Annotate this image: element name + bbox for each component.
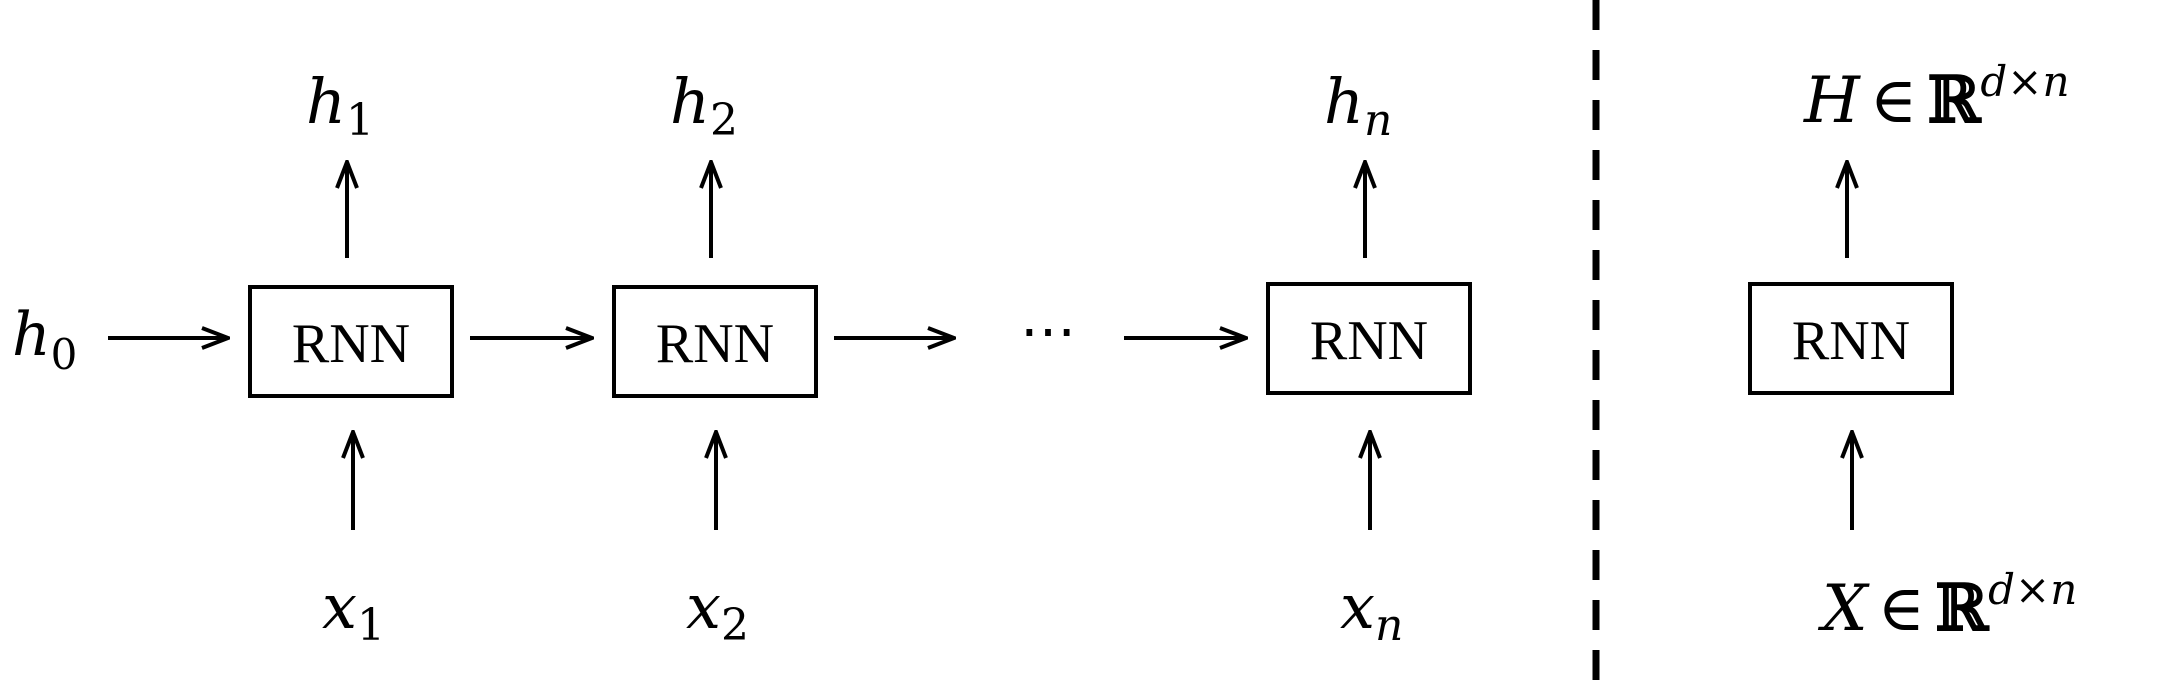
rnn-box (612, 285, 818, 398)
input-label-1: x1 (322, 570, 385, 651)
input-label-n: xn (1340, 570, 1403, 651)
output-label-2: h2 (670, 65, 738, 146)
rnn-cell-2: RNN (612, 285, 818, 398)
rnn-box (1266, 282, 1472, 395)
rnn-box-label: RNN (292, 313, 410, 375)
matrix-output-label: H∈ℝd×n (1803, 57, 2070, 138)
rnn-matrix-cell: RNN (1748, 282, 1954, 395)
matrix-input-label: X∈ℝd×n (1817, 565, 2077, 646)
ellipsis: ⋯ (1020, 301, 1076, 363)
rnn-box (1748, 282, 1954, 395)
rnn-cell-1: RNN (248, 285, 454, 398)
initial-state-label: h0 (12, 300, 77, 379)
input-label-2: x2 (686, 570, 749, 651)
rnn-cell-n: RNN (1266, 282, 1472, 395)
rnn-box (248, 285, 454, 398)
output-label-1: h1 (306, 65, 374, 146)
rnn-box-label: RNN (656, 313, 774, 375)
output-label-n: hn (1324, 65, 1392, 146)
rnn-box-label: RNN (1792, 310, 1910, 372)
rnn-box-label: RNN (1310, 310, 1428, 372)
